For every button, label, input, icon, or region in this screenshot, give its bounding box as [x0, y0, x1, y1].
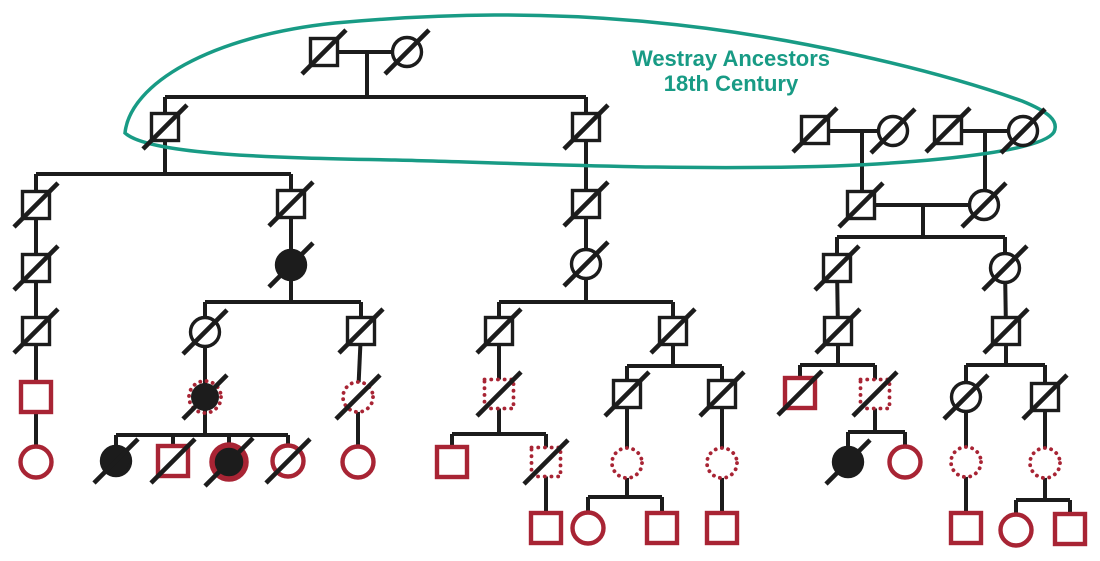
node-female-deceased — [383, 28, 431, 76]
node-female — [887, 444, 923, 480]
node-female-affected-deceased — [181, 373, 229, 421]
node-male-deceased — [851, 370, 899, 418]
node-male-deceased — [12, 244, 60, 292]
node-male — [528, 510, 564, 546]
node-female — [949, 445, 983, 479]
node-male-deceased — [562, 103, 610, 151]
node-female-deceased — [181, 308, 229, 356]
node-female — [340, 444, 376, 480]
annotation-title-line1: Westray Ancestors — [632, 46, 830, 71]
node-male-deceased — [149, 437, 197, 485]
node-female — [610, 446, 644, 480]
node-female — [570, 510, 606, 546]
node-male-deceased — [300, 28, 348, 76]
node-male-deceased — [776, 369, 824, 417]
node-female — [998, 512, 1034, 548]
node-female-affected-deceased — [267, 241, 315, 289]
node-female-deceased — [981, 244, 1029, 292]
node-female-deceased — [999, 107, 1047, 155]
ancestor-group-ellipse — [123, 13, 1057, 170]
node-female — [18, 444, 54, 480]
node-female — [705, 446, 739, 480]
pedigree-nodes — [12, 28, 1088, 548]
node-male-deceased — [267, 180, 315, 228]
node-male-deceased — [475, 307, 523, 355]
node-male-deceased — [813, 244, 861, 292]
node-male-deceased — [837, 181, 885, 229]
node-male-deceased — [924, 106, 972, 154]
node-male — [644, 510, 680, 546]
node-female-deceased — [334, 373, 382, 421]
node-male-deceased — [337, 307, 385, 355]
node-male-deceased — [12, 181, 60, 229]
node-male-deceased — [12, 307, 60, 355]
node-male-deceased — [698, 370, 746, 418]
node-male — [1052, 511, 1088, 547]
node-male-deceased — [475, 370, 523, 418]
node-female-deceased — [264, 437, 312, 485]
node-male-deceased — [791, 106, 839, 154]
node-male — [434, 444, 470, 480]
annotation-title-line2: 18th Century — [664, 71, 799, 96]
node-female-affected-deceased — [92, 437, 140, 485]
node-male-deceased — [649, 307, 697, 355]
node-female-deceased — [960, 181, 1008, 229]
node-female-affected-deceased — [824, 438, 872, 486]
node-male-deceased — [814, 307, 862, 355]
node-male-deceased — [982, 307, 1030, 355]
node-male-deceased — [522, 438, 570, 486]
node-male-deceased — [603, 370, 651, 418]
node-female-deceased — [562, 240, 610, 288]
node-male-deceased — [141, 103, 189, 151]
node-male — [704, 510, 740, 546]
node-male-deceased — [562, 180, 610, 228]
node-female-deceased — [869, 107, 917, 155]
node-female-affected-deceased — [203, 436, 255, 488]
node-male — [948, 510, 984, 546]
node-female-deceased — [942, 373, 990, 421]
node-male — [18, 379, 54, 415]
node-female — [1028, 446, 1062, 480]
node-male-deceased — [1021, 373, 1069, 421]
